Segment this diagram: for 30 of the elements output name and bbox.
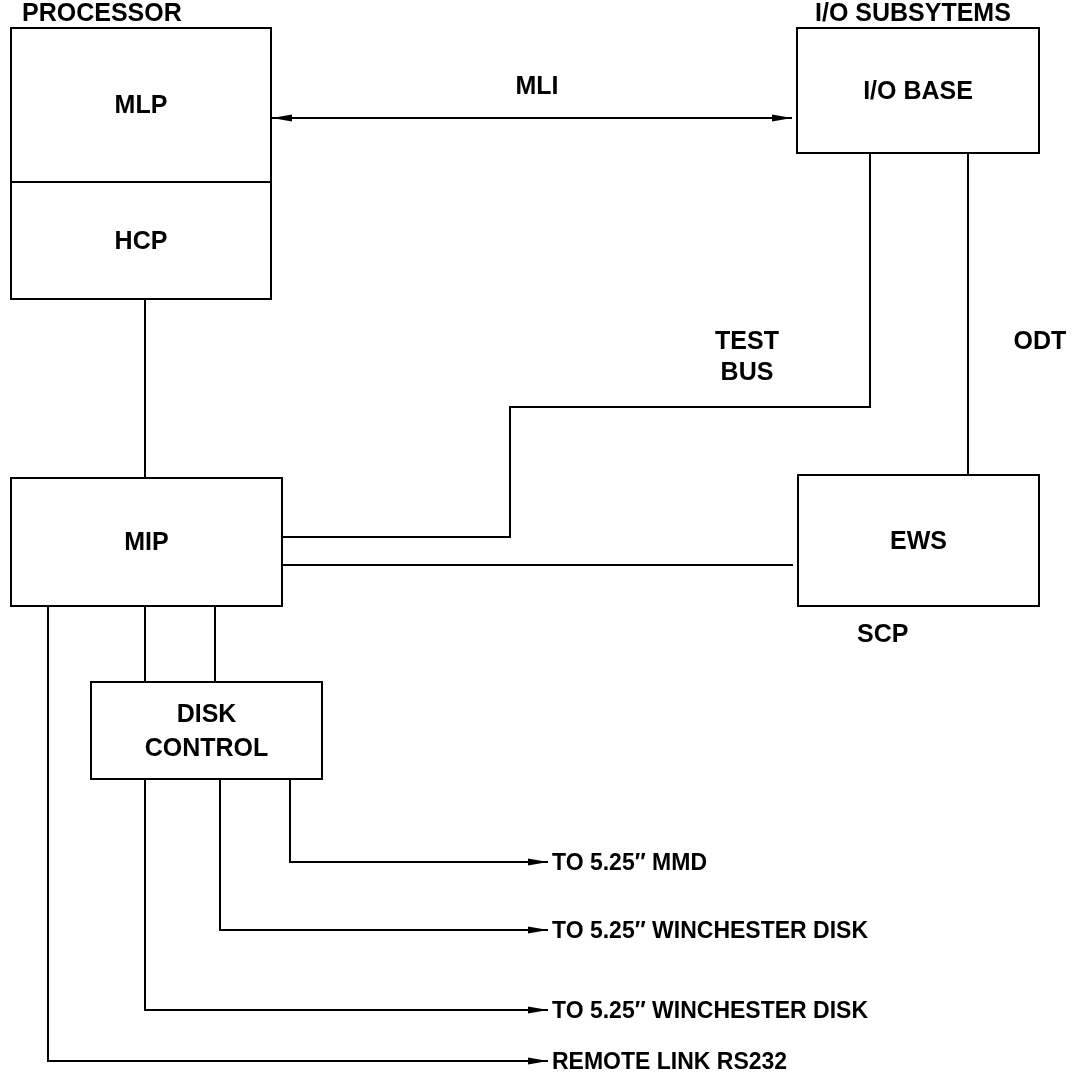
block-box xyxy=(90,681,323,780)
block-label: I/O BASE xyxy=(863,74,973,106)
block-box xyxy=(797,474,1040,607)
connector-line xyxy=(282,564,794,566)
block-label: HCP xyxy=(114,224,168,256)
group-heading: I/O SUBSYTEMS xyxy=(815,0,1011,27)
arrow xyxy=(289,779,549,866)
block-label: MLP xyxy=(114,89,168,121)
destination-label: TO 5.25″ WINCHESTER DISK xyxy=(552,915,1052,945)
connector-line xyxy=(144,606,146,682)
block-caption: SCP xyxy=(857,619,909,648)
block-box xyxy=(10,477,283,607)
block-label: DISK CONTROL xyxy=(143,697,270,763)
group-heading: PROCESSOR xyxy=(22,0,182,27)
block-box xyxy=(796,27,1040,154)
destination-label: TO 5.25″ MMD xyxy=(552,847,1052,877)
block-label: EWS xyxy=(890,524,947,556)
arrow xyxy=(47,606,549,1065)
destination-label: REMOTE LINK RS232 xyxy=(552,1046,1052,1076)
destination-label: TO 5.25″ WINCHESTER DISK xyxy=(552,995,1052,1025)
connector-line xyxy=(967,153,969,475)
block-box xyxy=(10,181,272,300)
block-label: MIP xyxy=(124,526,169,558)
arrow xyxy=(271,114,793,122)
block-box xyxy=(10,27,272,183)
connector-line xyxy=(214,606,216,682)
connector-line xyxy=(144,299,146,478)
arrow xyxy=(144,779,549,1014)
arrow xyxy=(219,779,549,934)
connector-line xyxy=(282,153,871,538)
